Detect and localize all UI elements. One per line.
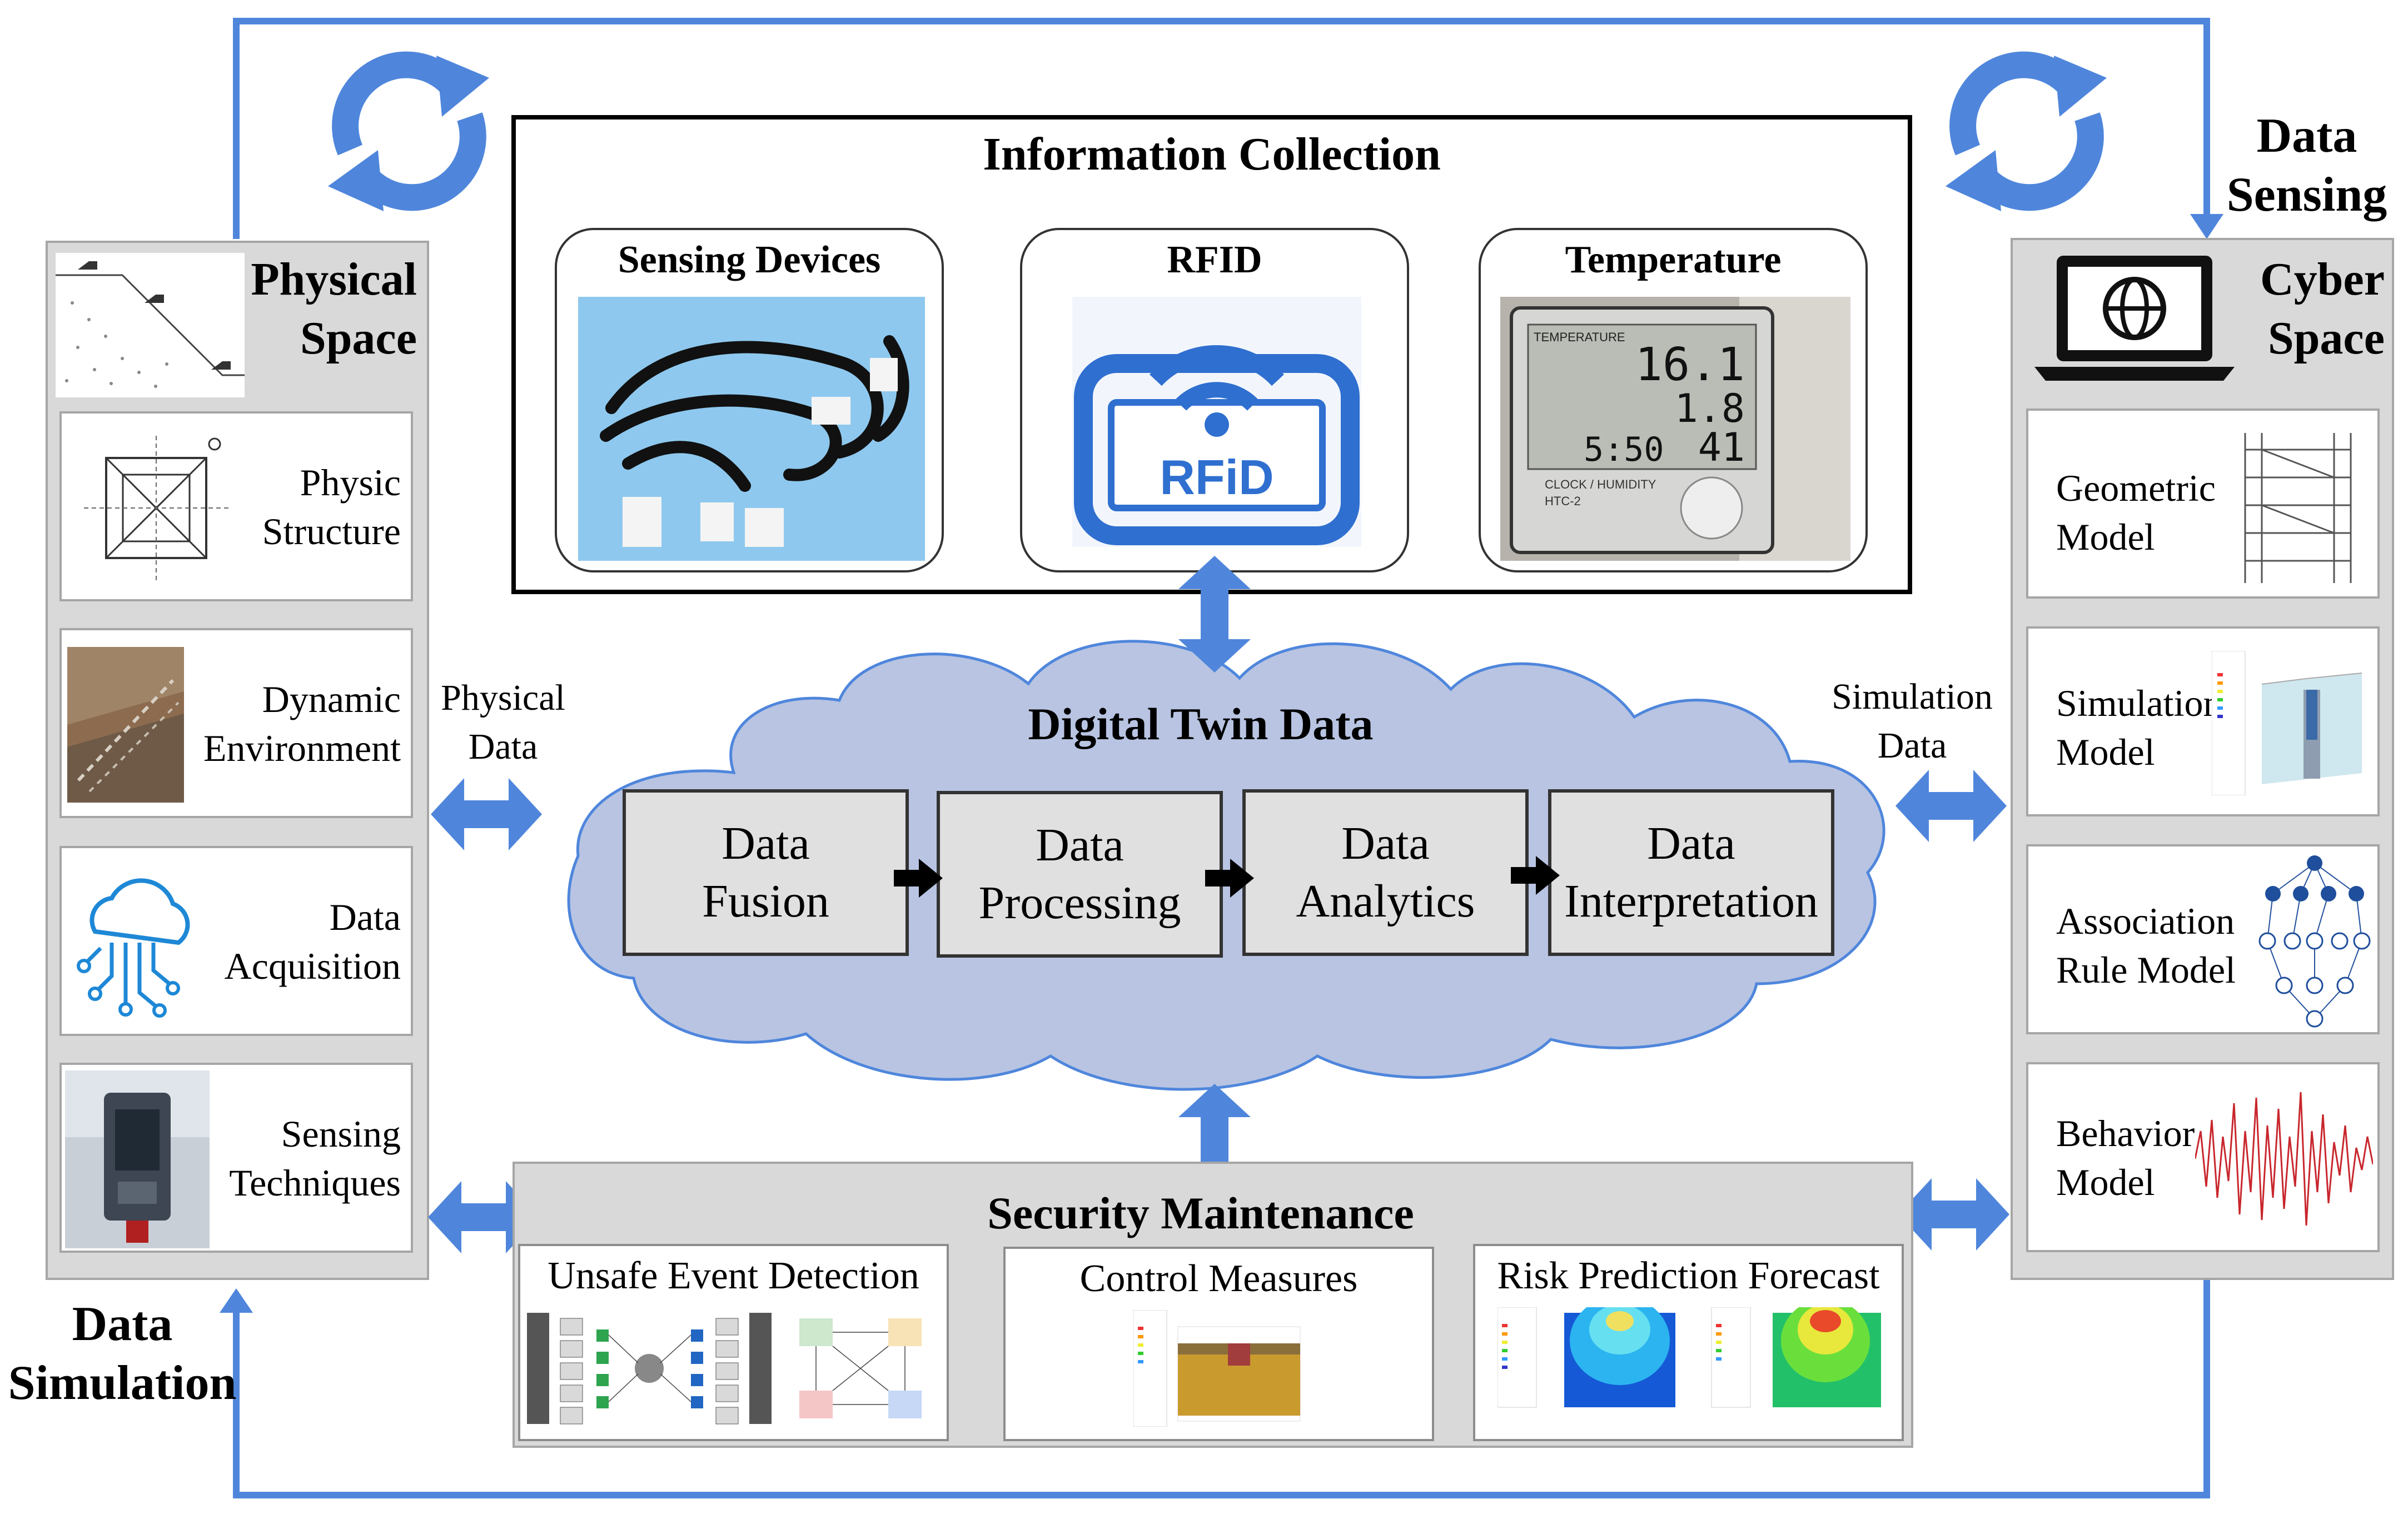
data-simulation-label: Data Simulation: [8, 1297, 237, 1410]
simulation-model-render: [2212, 651, 2362, 795]
data-interpretation-box: Data Interpretation: [1548, 789, 1834, 956]
dynamic-environment-card: Dynamic Environment: [59, 628, 413, 818]
sensing-techniques-label: Sensing Techniques: [229, 1113, 401, 1204]
thermo-model: HTC-2: [1545, 494, 1581, 508]
laser-scanner-photo: [65, 1070, 210, 1248]
data-fusion-box: Data Fusion: [623, 789, 909, 956]
double-arrow-horizontal: [428, 1181, 539, 1253]
thermometer-photo: TEMPERATURE 16.1 1.8 5:50 41 CLOCK / HUM…: [1500, 297, 1850, 561]
slope-illustration: [56, 253, 245, 397]
data-acquisition-card: Data Acquisition: [59, 846, 413, 1036]
cyber-space-title: Cyber Space: [2260, 253, 2385, 364]
risk-prediction-forecast-card: Risk Prediction Forecast: [1473, 1244, 1904, 1441]
refresh-icon: [328, 51, 489, 211]
network-diagram: [527, 1313, 922, 1425]
behavior-model-card: Behavior Model: [2026, 1062, 2380, 1252]
physical-data-label: Physical Data: [441, 678, 565, 767]
behavior-signal-plot: [2195, 1092, 2373, 1226]
sensing-devices-card: Sensing Devices: [555, 228, 944, 572]
double-arrow-vertical: [1178, 556, 1251, 673]
process-arrow: [894, 859, 943, 898]
double-arrow-horizontal: [1895, 770, 2007, 842]
physic-structure-label: Physic Structure: [262, 461, 401, 552]
geometric-model-card: Geometric Model: [2026, 409, 2380, 599]
thermo-footer: CLOCK / HUMIDITY: [1545, 477, 1656, 491]
thermo-pct: 41: [1698, 425, 1745, 470]
geometric-model-drawing: [2244, 433, 2352, 583]
structure-drawing: [84, 436, 228, 580]
association-rule-model-card: Association Rule Model: [2026, 844, 2380, 1034]
control-measures-render: [1133, 1310, 1301, 1427]
digital-twin-cloud: [567, 640, 1885, 1091]
double-arrow-horizontal: [1898, 1178, 2009, 1251]
refresh-icon: [1946, 51, 2107, 211]
temperature-title: Temperature: [1565, 238, 1782, 281]
simulation-model-label: Simulation Model: [2056, 682, 2222, 773]
thermo-header: TEMPERATURE: [1534, 330, 1625, 344]
simulation-data-label: Simulation Data: [1832, 676, 1993, 766]
thermo-humidity: 1.8: [1675, 386, 1745, 431]
rfid-title: RFID: [1167, 238, 1262, 281]
laptop-globe-icon: [2034, 256, 2235, 381]
temperature-card: Temperature TEMPERATURE 16.1 1.8 5:50 41…: [1479, 228, 1868, 572]
geometric-model-label: Geometric Model: [2056, 467, 2216, 558]
double-arrow-horizontal: [431, 778, 542, 850]
process-arrow: [1511, 856, 1560, 895]
dynamic-environment-label: Dynamic Environment: [203, 678, 401, 769]
unsafe-event-detection-title: Unsafe Event Detection: [548, 1254, 919, 1297]
association-rule-model-label: Association Rule Model: [2056, 900, 2236, 991]
terrain-photo: [67, 647, 184, 803]
risk-contour-plots: [1497, 1307, 1881, 1408]
sensing-devices-title: Sensing Devices: [618, 238, 881, 281]
risk-prediction-forecast-title: Risk Prediction Forecast: [1497, 1254, 1880, 1297]
data-acquisition-label: Data Acquisition: [224, 896, 401, 987]
rfid-icon: RFiD: [1072, 297, 1361, 547]
thermo-time: 5:50: [1584, 430, 1664, 469]
unsafe-event-detection-card: Unsafe Event Detection: [518, 1244, 949, 1441]
security-maintenance-title: Security Maintenance: [987, 1188, 1414, 1238]
digital-twin-title: Digital Twin Data: [1028, 699, 1374, 749]
physic-structure-card: Physic Structure: [59, 411, 413, 601]
data-sensing-label: Data Sensing: [2226, 109, 2387, 222]
control-measures-card: Control Measures: [1003, 1247, 1434, 1441]
behavior-model-label: Behavior Model: [2056, 1112, 2195, 1203]
physical-space-title: Physical Space: [251, 253, 417, 364]
cable-harness-photo: [578, 297, 925, 561]
thermo-temp: 16.1: [1635, 338, 1745, 391]
control-measures-title: Control Measures: [1079, 1257, 1358, 1300]
cloud-circuit-icon: [77, 878, 190, 1018]
rfid-card: RFID RFiD: [1020, 228, 1409, 572]
information-collection-title: Information Collection: [983, 128, 1441, 180]
rfid-logo-text: RFiD: [1160, 450, 1273, 505]
data-analytics-box: Data Analytics: [1242, 789, 1529, 956]
sensing-techniques-card: Sensing Techniques: [59, 1063, 413, 1253]
data-processing-box: Data Processing: [937, 791, 1223, 958]
process-arrow: [1205, 859, 1254, 898]
simulation-model-card: Simulation Model: [2026, 626, 2380, 816]
association-lattice: [2258, 855, 2371, 1028]
